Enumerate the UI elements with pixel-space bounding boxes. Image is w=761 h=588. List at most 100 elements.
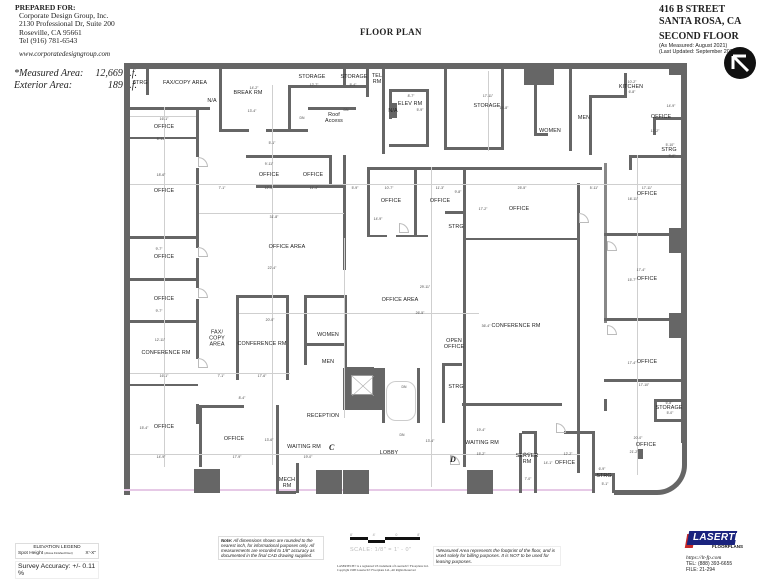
dimension-label: 6'-9"	[598, 467, 606, 471]
wall	[199, 405, 202, 467]
wall	[604, 163, 607, 323]
room-waiting-e: WAITING RM	[465, 439, 499, 446]
floor-name: SECOND FLOOR	[659, 31, 739, 42]
dimension-label: 9'-8"	[454, 190, 462, 194]
dimension-label: 17'-11"	[482, 94, 494, 98]
dimension-label: 7'-1"	[218, 186, 226, 190]
dimension-label: 22'-4"	[267, 266, 277, 270]
column-s2	[316, 470, 342, 494]
dimension-line	[431, 167, 432, 487]
wall	[604, 233, 681, 236]
dimension-line	[344, 238, 345, 418]
dimension-label: 8'-7"	[407, 94, 415, 98]
door[interactable]	[399, 223, 409, 233]
room-office-e2: OFFICE	[636, 275, 658, 282]
room-office-w1: OFFICE	[153, 123, 175, 130]
dimension-label: 5'-4"	[523, 452, 531, 456]
stair-down-label: DN	[399, 433, 405, 437]
marker-d: D	[450, 455, 456, 464]
room-office-c5: OFFICE	[508, 205, 530, 212]
room-na-left: N/A	[207, 97, 217, 104]
survey-accuracy: Survey Accuracy: +/- 0.11 %	[15, 561, 99, 579]
door[interactable]	[198, 247, 208, 257]
marker-c: C	[329, 443, 335, 452]
dimension-label: 15'-2"	[476, 452, 486, 456]
wall	[236, 295, 288, 298]
dimension-label: 19'-4"	[476, 428, 486, 432]
wall	[592, 431, 595, 493]
room-office-w2: OFFICE	[153, 187, 175, 194]
wall	[276, 463, 279, 493]
room-men-top: MEN	[577, 114, 591, 121]
door[interactable]	[607, 325, 617, 335]
dimension-label: 5'-0"	[668, 154, 676, 158]
property-street: 416 B STREET	[659, 4, 726, 15]
wall	[256, 185, 346, 188]
wall	[463, 167, 466, 467]
wall	[236, 295, 239, 380]
room-elev-rm: ELEV RM	[397, 100, 423, 107]
copyright-line-2: Copyright 1998 Lasertech® Floorplans Ltd…	[337, 567, 416, 572]
dimension-label: 9'-7"	[155, 247, 163, 251]
door[interactable]	[579, 213, 589, 223]
dimension-label: 18'-8"	[499, 106, 509, 110]
prepared-for-heading: PREPARED FOR:	[15, 3, 76, 12]
wall	[653, 117, 681, 120]
room-office-ne: OFFICE	[650, 113, 672, 120]
room-kitchen: KITCHEN	[618, 83, 644, 90]
dimension-line	[199, 213, 344, 214]
dimension-label: 8'-4"	[238, 396, 246, 400]
wall	[624, 73, 627, 95]
dimension-label: 5'-9"	[351, 186, 359, 190]
room-server-rm: SERVER RM	[515, 452, 539, 465]
dimension-label: 31'-8"	[269, 215, 279, 219]
wall	[196, 404, 199, 424]
dimension-label: 10'-2"	[627, 80, 637, 84]
dimension-label: 17'-4"	[636, 268, 646, 272]
scale-tick: 4'	[372, 533, 376, 537]
exterior-wall-east	[681, 63, 687, 443]
door[interactable]	[198, 358, 208, 368]
wall	[442, 393, 445, 423]
dimension-label: 9'-11"	[264, 162, 274, 166]
scale-tick: 8'	[417, 533, 420, 537]
note-bold: Note:	[221, 538, 233, 543]
wall	[196, 258, 199, 288]
wall	[286, 295, 289, 380]
stair-down-label: DN	[343, 108, 349, 112]
door[interactable]	[607, 241, 617, 251]
spot-height-note: (Above Finished Floor)	[44, 551, 73, 555]
dimension-label: 15'-4"	[139, 426, 149, 430]
dimension-label: 6'-8"	[665, 401, 673, 405]
door[interactable]	[556, 423, 566, 433]
brand-url[interactable]: https://lt-fp.com	[686, 555, 722, 561]
lasertech-logo: LASERTECH FLOORPLANS	[684, 528, 756, 552]
wall	[629, 155, 681, 158]
dimension-label: 14'-9"	[666, 104, 676, 108]
column-se	[638, 449, 643, 459]
room-fax-copy-mid: FAX/ COPY AREA	[209, 329, 225, 349]
dimension-line	[239, 313, 479, 314]
copyright-line-1: LASERTECH® is a registered US trademark …	[337, 564, 429, 568]
dimension-label: 13'-4"	[247, 109, 257, 113]
wall	[196, 168, 199, 248]
wall	[534, 69, 537, 135]
room-strg-se: STRG	[596, 472, 612, 479]
door[interactable]	[198, 288, 208, 298]
wall	[308, 107, 356, 110]
dimension-label: 15'-7"	[627, 278, 637, 282]
copyright: LASERTECH® is a registered US trademark …	[337, 564, 447, 572]
wall	[654, 399, 681, 402]
wall	[288, 85, 368, 88]
page-title: FLOOR PLAN	[360, 27, 422, 37]
wall	[382, 368, 385, 423]
door[interactable]	[198, 157, 208, 167]
dimension-label: 12'-2"	[650, 129, 660, 133]
dimension-line	[130, 116, 196, 117]
measured-area-note: *Measured Area represents the footprint …	[433, 546, 561, 567]
room-open-office: OPEN OFFICE	[443, 337, 465, 350]
updated-date: (Last Updated: September 2021)	[659, 48, 738, 55]
wall	[501, 69, 504, 149]
dimension-label: 13'-6"	[264, 438, 274, 442]
wall	[522, 431, 534, 434]
